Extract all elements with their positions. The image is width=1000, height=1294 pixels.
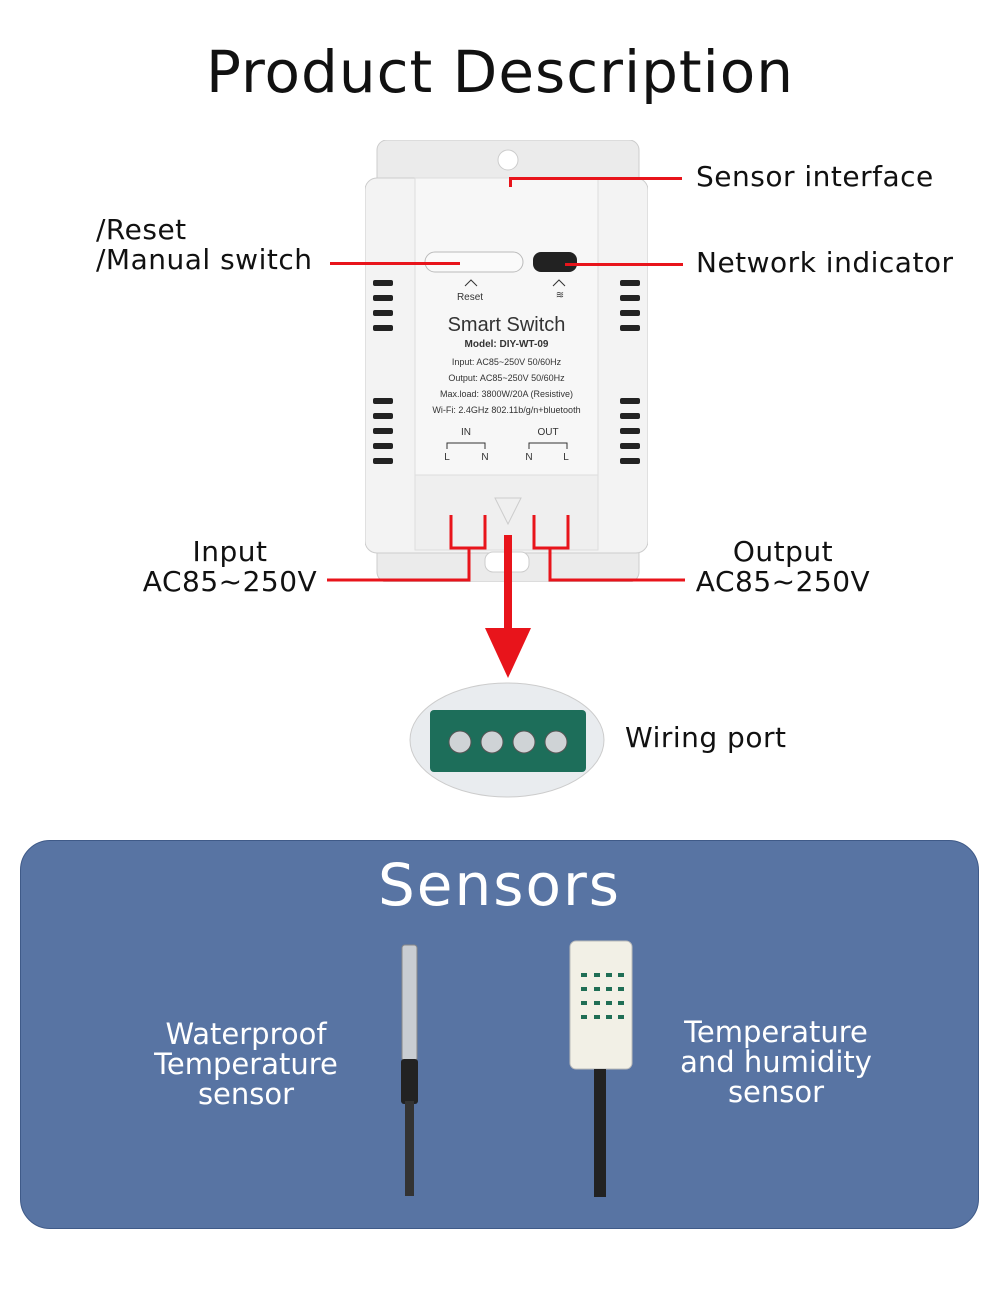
smart-switch-device: Reset ≋ Smart Switch Model: DIY-WT-09 In… <box>365 140 648 582</box>
output-label-2: AC85~250V <box>695 565 871 598</box>
out-l-label: L <box>563 452 569 463</box>
callout-line <box>330 262 460 265</box>
wiring-port-label: Wiring port <box>625 721 787 754</box>
sensor-interface-label: Sensor interface <box>696 160 934 193</box>
device-model: Model: DIY-WT-09 <box>464 339 549 350</box>
wire-callouts <box>327 515 685 678</box>
page-title: Product Description <box>206 38 794 106</box>
wiring-port-image <box>409 682 605 798</box>
sensors-title: Sensors <box>377 851 622 919</box>
callout-line <box>509 177 682 180</box>
waterproof-probe-image <box>401 944 418 1196</box>
label-line: Temperature <box>684 1015 868 1049</box>
device-name: Smart Switch <box>447 314 566 336</box>
label-line: Temperature <box>154 1047 338 1081</box>
reset-label: Reset <box>456 292 484 303</box>
out-n-label: N <box>525 452 533 463</box>
reset-label-1: /Reset <box>96 213 187 246</box>
label-line: sensor <box>727 1075 825 1109</box>
input-label-1: Input <box>192 535 268 568</box>
device-output: Output: AC85~250V 50/60Hz <box>448 373 565 383</box>
label-line: sensor <box>197 1077 295 1111</box>
label-line: and humidity <box>680 1045 872 1079</box>
reset-label-2: /Manual switch <box>96 243 313 276</box>
out-label: OUT <box>537 427 559 438</box>
humidity-sensor-label: Temperature and humidity sensor <box>661 1017 891 1107</box>
network-indicator-label: Network indicator <box>696 246 954 279</box>
device-maxload: Max.load: 3800W/20A (Resistive) <box>439 389 574 399</box>
in-n-label: N <box>481 452 489 463</box>
label-line: Waterproof <box>165 1017 327 1051</box>
sensors-panel: Sensors Waterproof Temperature sensor Te… <box>20 840 979 1229</box>
input-label-2: AC85~250V <box>142 565 318 598</box>
device-input: Input: AC85~250V 50/60Hz <box>451 357 562 367</box>
waterproof-sensor-label: Waterproof Temperature sensor <box>131 1019 361 1109</box>
in-label: IN <box>461 427 471 438</box>
device-wifi: Wi-Fi: 2.4GHz 802.11b/g/n+bluetooth <box>432 405 581 415</box>
callout-line <box>509 177 512 187</box>
wifi-icon: ≋ <box>555 290 565 301</box>
callout-line <box>565 263 683 266</box>
humidity-sensor-image <box>569 940 633 1197</box>
in-l-label: L <box>444 452 450 463</box>
output-label-1: Output <box>732 535 834 568</box>
